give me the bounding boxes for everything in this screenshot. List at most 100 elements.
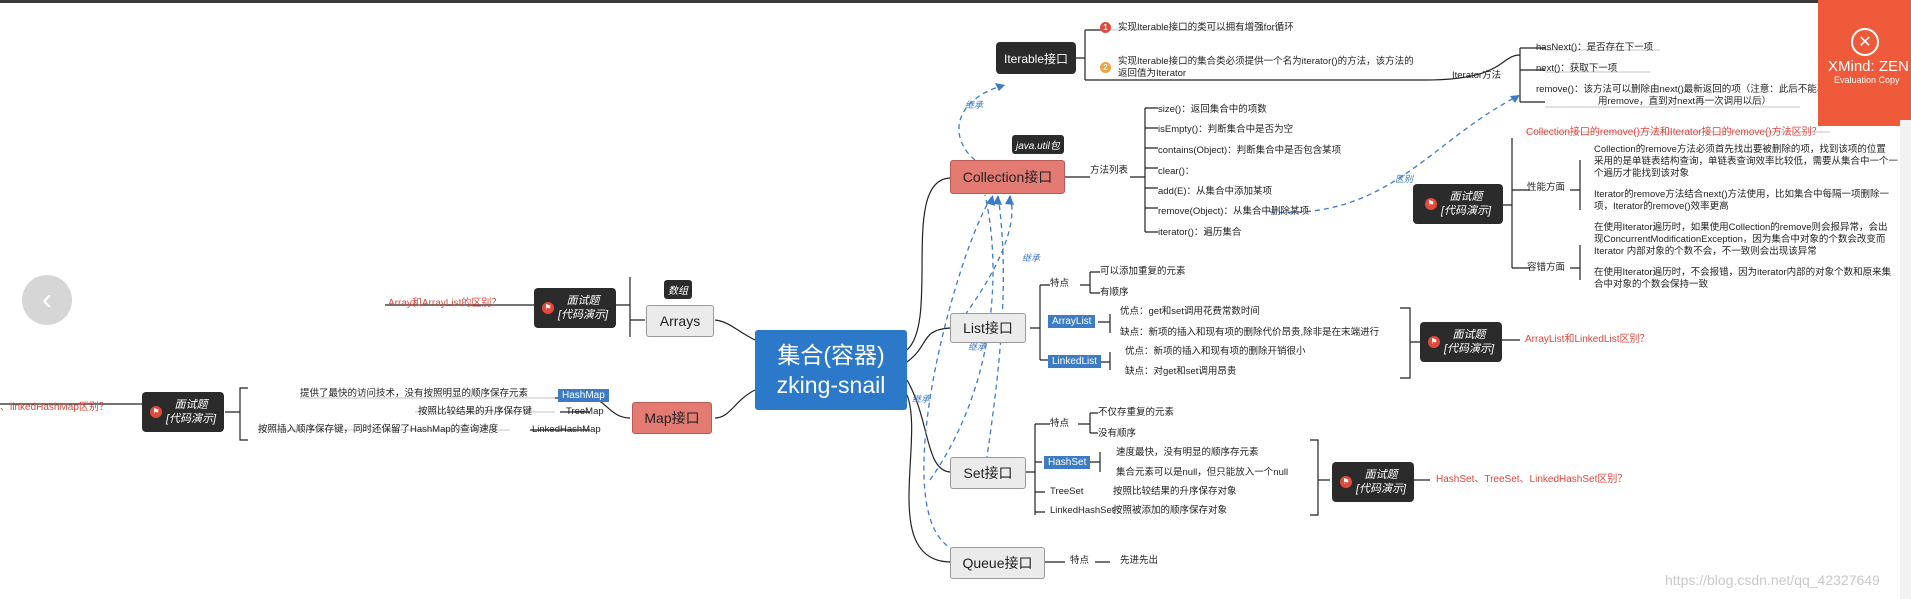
arrays-node[interactable]: Arrays [646, 305, 714, 337]
hashset-item-2: 集合元素可以是null，但只能放入一个null [1116, 467, 1289, 478]
method-remove: remove(Object)：从集合中删除某项 [1158, 206, 1309, 217]
set-interview-box[interactable]: ⚑ 面试题 [代码演示] [1332, 462, 1414, 502]
central-topic[interactable]: 集合(容器) zking-snail [755, 330, 907, 410]
flag-icon: ⚑ [149, 406, 162, 418]
method-clear: clear()： [1158, 166, 1195, 177]
hasnext-item: hasNext()：是否存在下一项 [1536, 42, 1654, 53]
inherit-label-list-2: 继承 [968, 342, 987, 352]
linkedlist-pro: 优点：新项的插入和现有项的删除开销很小 [1125, 346, 1306, 357]
priority-2-icon: 2 [1100, 62, 1111, 73]
linkedhashmap-item: 按照插入顺序保存键，同时还保留了HashMap的查询速度 [258, 424, 499, 435]
perf2-line2: 项，Iterator的remove()效率更高 [1594, 201, 1729, 212]
fault2-line2: 合中对象的个数会保持一致 [1594, 279, 1709, 290]
remove-item-line1: remove()：该方法可以删除由next()最新返回的项（注意：此后不能再 [1536, 84, 1827, 95]
list-feature-2: 有顺序 [1100, 287, 1129, 298]
interview-subtitle: [代码演示] [1355, 483, 1407, 495]
chevron-left-icon: ‹ [42, 283, 52, 316]
method-contains: contains(Object)：判断集合中是否包含某项 [1158, 145, 1342, 156]
hashmap-tag: HashMap [558, 389, 609, 402]
interview-subtitle: [代码演示] [1443, 343, 1495, 355]
treeset-label: TreeSet [1050, 486, 1084, 497]
xmind-logo-icon: ✕ [1851, 28, 1879, 56]
map-interview-box[interactable]: ⚑ 面试题[代码演示] [142, 392, 224, 432]
next-item: next()：获取下一项 [1536, 63, 1618, 74]
inherit-label-set: 继承 [912, 394, 931, 404]
xmind-watermark-badge: ✕ XMind: ZEN Evaluation Copy [1818, 0, 1911, 126]
back-button[interactable]: ‹ [22, 275, 72, 325]
hashset-item-1: 速度最快，没有明显的顺序存元素 [1116, 447, 1259, 458]
arraylist-tag: ArrayList [1048, 315, 1096, 328]
remove-item-line2: 用remove，直到对next再一次调用以后） [1598, 96, 1772, 107]
set-node[interactable]: Set接口 [950, 457, 1026, 489]
iterable-node[interactable]: Iterable接口 [996, 42, 1076, 74]
set-feature-1: 不仅存重复的元素 [1098, 407, 1175, 418]
fault1-line2: 现ConcurrentModificationException，因为集合中对象… [1594, 234, 1886, 245]
central-subtitle: zking-snail [776, 372, 886, 398]
method-iterator: iterator()：遍历集合 [1158, 227, 1242, 238]
url-watermark: https://blog.csdn.net/qq_42327649 [1665, 572, 1880, 588]
perf2-line1: Iterator的remove方法结合next()方法使用，比如集合中每隔一项删… [1594, 189, 1890, 200]
queue-node[interactable]: Queue接口 [950, 547, 1045, 579]
treeset-item: 按照比较结果的升序保存对象 [1113, 486, 1237, 497]
inherit-label-list: 继承 [1022, 253, 1041, 263]
interview-subtitle: [代码演示] [1440, 205, 1492, 217]
interview-title: 面试题 [1449, 191, 1483, 203]
central-title: 集合(容器) [777, 342, 885, 368]
flag-icon: ⚑ [541, 302, 554, 314]
linkedhashset-item: 按照被添加的顺序保存对象 [1113, 505, 1228, 516]
array-tag: 数组 [664, 280, 692, 299]
perf1-line1: Collection的remove方法必须首先找出要被删除的项，找到该项的位置 [1594, 144, 1886, 155]
arraylist-con: 缺点：新项的插入和现有项的删除代价昂贵,除非是在末端进行 [1120, 327, 1380, 338]
perf1-line3: 个遍历才能找到该对象 [1594, 168, 1690, 179]
collection-interview-box[interactable]: ⚑ 面试题 [代码演示] [1413, 184, 1503, 224]
iterable-item-2-line2: 返回值为Iterator [1118, 68, 1187, 79]
queue-feature-label: 特点 [1070, 555, 1090, 566]
flag-icon: ⚑ [1424, 198, 1437, 210]
hashmap-item: 提供了最快的访问技术，没有按照明显的顺序保存元素 [300, 388, 529, 399]
set-question: HashSet、TreeSet、LinkedHashSet区别？ [1436, 474, 1628, 485]
list-interview-box[interactable]: ⚑ 面试题[代码演示] [1420, 322, 1502, 362]
hashset-tag: HashSet [1044, 456, 1091, 469]
iterable-item-2-line1: 实现Iterable接口的集合类必须提供一个名为iterator()的方法，该方… [1118, 56, 1414, 67]
queue-feature: 先进先出 [1120, 555, 1159, 566]
collection-node[interactable]: Collection接口 [950, 160, 1065, 194]
perf1-line2: 采用的是单链表结构查询，单链表查询效率比较低，需要从集合中一个一 [1594, 156, 1899, 167]
arrays-interview-box[interactable]: ⚑ 面试题 [代码演示] [534, 288, 616, 328]
map-question: 、linkedHashMap区别？ [0, 402, 109, 413]
set-feature-label: 特点 [1050, 418, 1070, 429]
linkedlist-con: 缺点：对get和set调用昂贵 [1125, 366, 1237, 377]
map-node[interactable]: Map接口 [632, 402, 712, 434]
methods-label: 方法列表 [1090, 165, 1129, 176]
set-feature-2: 没有顺序 [1098, 428, 1137, 439]
perf-label: 性能方面 [1527, 182, 1566, 193]
linkedlist-tag: LinkedList [1048, 355, 1102, 368]
fault1-line1: 在使用Iterator遍历时，如果使用Collection的remove则会报异… [1594, 222, 1888, 233]
treemap-label: TreeMap [566, 406, 604, 417]
linkedhashmap-label: LinkedHashMap [532, 424, 601, 435]
top-border [0, 0, 1911, 3]
scrollbar-track[interactable] [1900, 120, 1911, 599]
list-question: ArrayList和LinkedList区别？ [1525, 334, 1650, 345]
priority-1-icon: 1 [1100, 22, 1111, 33]
fault-label: 容错方面 [1527, 262, 1566, 273]
list-node[interactable]: List接口 [950, 313, 1026, 343]
treemap-item: 按照比较结果的升序保存键 [418, 406, 533, 417]
interview-title: 面试题 [174, 399, 208, 411]
collection-remove-question: Collection接口的remove()方法和Iterator接口的remov… [1526, 127, 1822, 138]
xmind-sub: Evaluation Copy [1834, 75, 1900, 85]
difference-label: 区别 [1395, 174, 1414, 184]
list-feature-1: 可以添加重复的元素 [1100, 266, 1186, 277]
interview-title: 面试题 [566, 295, 600, 307]
fault1-line3: Iterator 内部对象的个数不会，不一致则会出现该异常 [1594, 246, 1817, 257]
java-util-tag: java.util包 [1012, 135, 1064, 154]
interview-title: 面试题 [1364, 469, 1398, 481]
xmind-name: XMind: ZEN [1828, 58, 1909, 75]
method-isempty: isEmpty()：判断集合中是否为空 [1158, 124, 1294, 135]
method-size: size()：返回集合中的项数 [1158, 104, 1267, 115]
interview-title: 面试题 [1452, 329, 1486, 341]
flag-icon: ⚑ [1339, 476, 1352, 488]
interview-subtitle: [代码演示] [557, 309, 609, 321]
fault2-line1: 在使用Iterator遍历时，不会报错，因为iterator内部的对象个数和原来… [1594, 267, 1892, 278]
linkedhashset-label: LinkedHashSet [1050, 505, 1115, 516]
iterable-item-1: 实现Iterable接口的类可以拥有增强for循环 [1118, 22, 1294, 33]
